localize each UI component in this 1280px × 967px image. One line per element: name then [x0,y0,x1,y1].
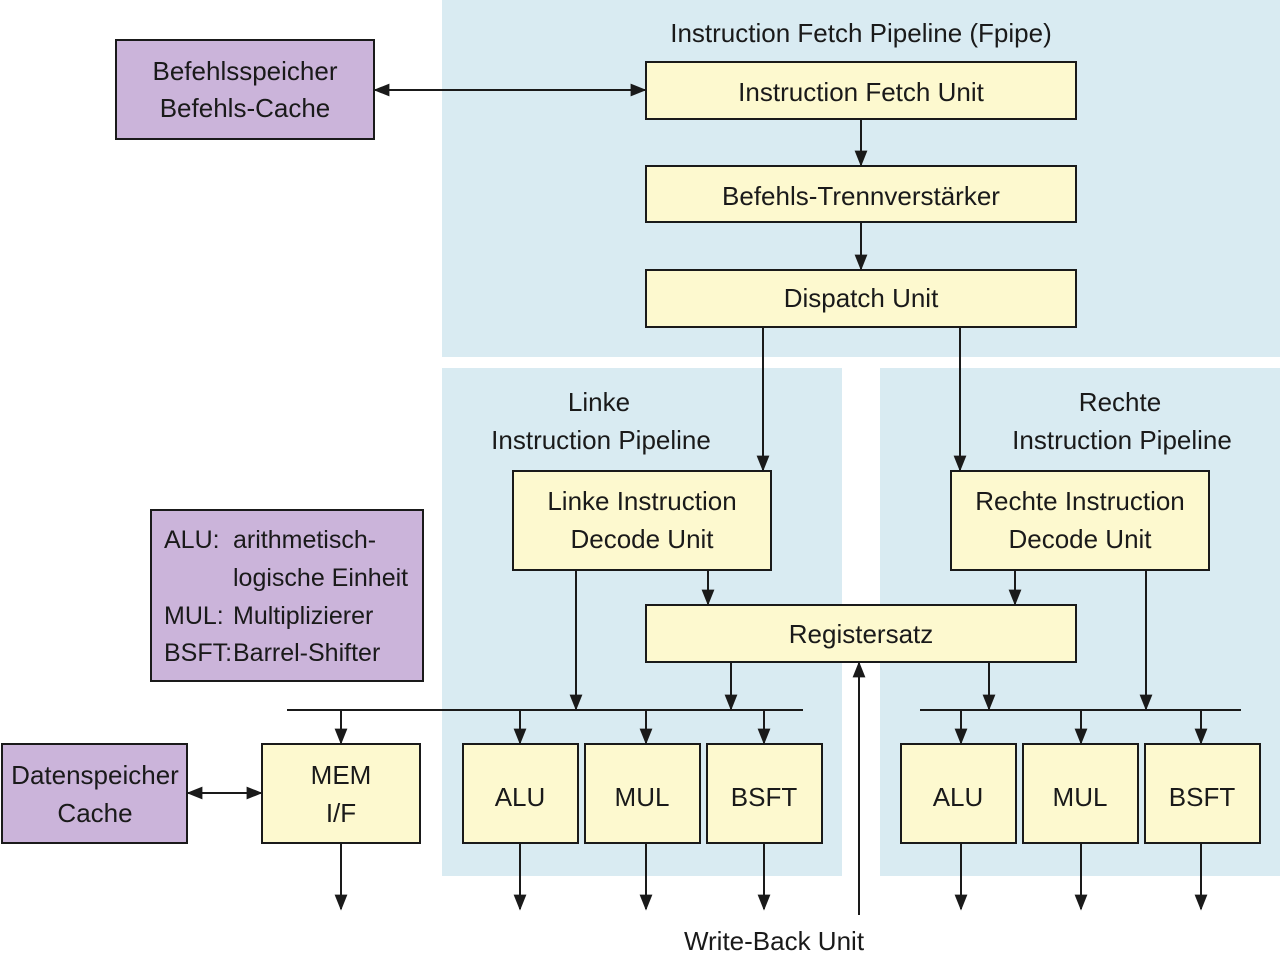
register-file-label: Registersatz [789,619,934,649]
instruction-memory-label-line1: Befehlsspeicher [153,56,338,86]
dispatch-unit: Dispatch Unit [645,269,1077,328]
mem-interface-unit: MEM I/F [261,743,421,844]
legend-alu-desc-line1: arithmetisch- [233,526,376,554]
legend-alu-desc-line2: logische Einheit [233,564,408,592]
left-alu-unit: ALU [462,743,579,844]
left-mul-unit: MUL [584,743,701,844]
right-bsft-unit: BSFT [1144,743,1261,844]
legend-bsft-desc: Barrel-Shifter [233,639,380,667]
legend-mul-desc: Multiplizierer [233,602,373,630]
mem-interface-label-line1: MEM [311,760,372,790]
left-decode-label-line1: Linke Instruction [547,486,736,516]
register-file: Registersatz [645,604,1077,663]
legend-bsft-abbr: BSFT: [164,639,232,667]
left-decode-label-line2: Decode Unit [570,524,714,554]
right-alu-label: ALU [933,782,984,812]
right-mul-label: MUL [1053,782,1108,812]
data-memory-label-line1: Datenspeicher [11,760,179,790]
connectors [186,83,1241,915]
right-decode-label-line2: Decode Unit [1008,524,1152,554]
instruction-fetch-unit: Instruction Fetch Unit [645,61,1077,120]
legend-mul-abbr: MUL: [164,602,224,630]
right-mul-unit: MUL [1022,743,1139,844]
left-decode-unit: Linke Instruction Decode Unit [512,470,772,571]
instruction-fetch-unit-label: Instruction Fetch Unit [738,77,984,107]
right-alu-unit: ALU [900,743,1017,844]
left-bsft-unit: BSFT [706,743,823,844]
right-bsft-label: BSFT [1169,782,1236,812]
data-memory-box: Datenspeicher Cache [1,743,188,844]
left-mul-label: MUL [615,782,670,812]
dispatch-unit-label: Dispatch Unit [784,283,939,313]
fetch-pipeline-title: Instruction Fetch Pipeline (Fpipe) [670,18,1052,48]
data-memory-label-line2: Cache [57,798,132,828]
mem-interface-label-line2: I/F [326,798,356,828]
left-bsft-label: BSFT [731,782,798,812]
instruction-buffer-unit: Befehls-Trennverstärker [645,165,1077,223]
right-pipeline-title-line1: Rechte [1079,387,1161,417]
left-pipeline-title-line2: Instruction Pipeline [491,425,711,455]
left-pipeline-title-line1: Linke [568,387,630,417]
legend-alu-abbr: ALU: [164,526,220,554]
legend-box: ALU: arithmetisch- logische Einheit MUL:… [150,509,424,682]
instruction-memory-box: Befehlsspeicher Befehls-Cache [115,39,375,140]
instruction-buffer-label: Befehls-Trennverstärker [722,181,1000,211]
left-alu-label: ALU [495,782,546,812]
instruction-memory-label-line2: Befehls-Cache [160,93,331,123]
right-pipeline-title-line2: Instruction Pipeline [1012,425,1232,455]
right-decode-unit: Rechte Instruction Decode Unit [950,470,1210,571]
write-back-unit-label: Write-Back Unit [684,926,865,956]
right-decode-label-line1: Rechte Instruction [975,486,1185,516]
